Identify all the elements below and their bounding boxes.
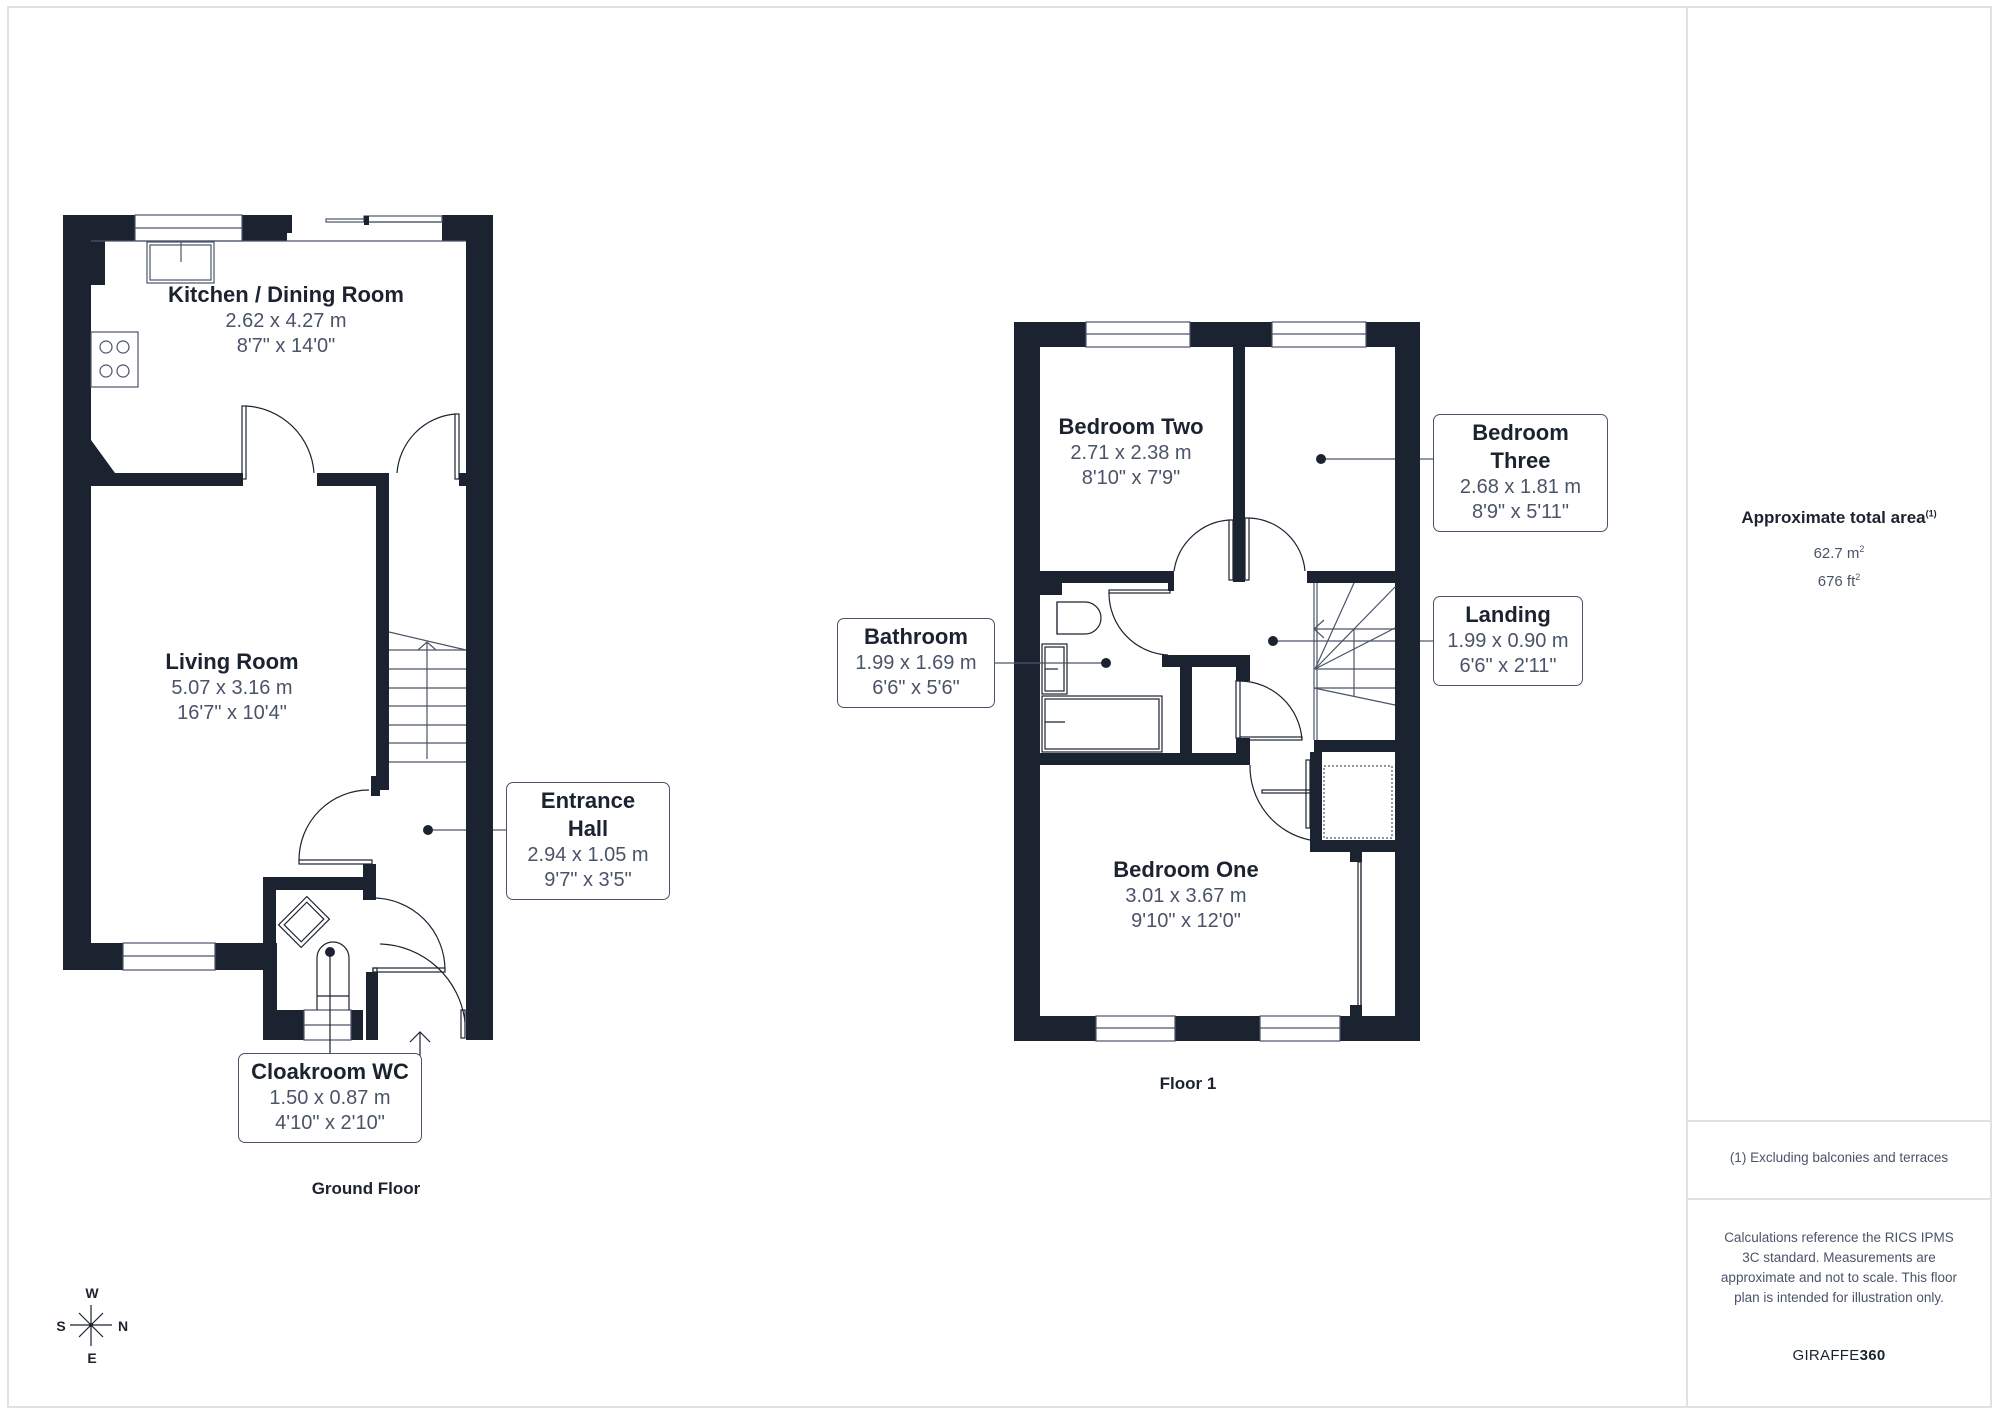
compass-south-label: S — [56, 1318, 66, 1334]
room-metric: 2.71 x 2.38 m — [1070, 442, 1192, 464]
area-unit-power: 2 — [1859, 544, 1865, 554]
callout-bedroom-three: Bedroom Three 2.68 x 1.81 m 8'9" x 5'11" — [1433, 414, 1608, 532]
room-metric: 1.99 x 1.69 m — [855, 652, 977, 674]
room-imperial: 16'7" x 10'4" — [177, 702, 287, 724]
total-area-title: Approximate total area(1) — [1741, 508, 1936, 528]
room-bedroom-two: Bedroom Two 2.71 x 2.38 m 8'10" x 7'9" — [1058, 413, 1203, 491]
room-name: Landing — [1465, 602, 1551, 627]
sidebar-divider — [1686, 6, 1688, 1408]
room-name: Kitchen / Dining Room — [168, 282, 404, 307]
room-imperial: 8'9" x 5'11" — [1471, 501, 1570, 523]
room-living-room: Living Room 5.07 x 3.16 m 16'7" x 10'4" — [165, 648, 298, 726]
footnote-text: (1) Excluding balconies and terraces — [1729, 1150, 1949, 1165]
room-name: Bedroom One — [1113, 857, 1259, 882]
callout-cloakroom-wc: Cloakroom WC 1.50 x 0.87 m 4'10" x 2'10" — [238, 1053, 422, 1143]
callout-landing: Landing 1.99 x 0.90 m 6'6" x 2'11" — [1433, 596, 1583, 686]
room-metric: 1.50 x 0.87 m — [269, 1087, 391, 1109]
room-name: Bedroom Two — [1058, 414, 1204, 439]
footnote-marker: (1) — [1925, 508, 1937, 519]
callout-bathroom: Bathroom 1.99 x 1.69 m 6'6" x 5'6" — [837, 618, 995, 708]
room-name: Bedroom Three — [1472, 420, 1569, 473]
ground-floor-title: Ground Floor — [311, 1179, 421, 1198]
room-metric: 2.94 x 1.05 m — [527, 844, 649, 866]
room-name: Entrance Hall — [540, 788, 636, 841]
area-m2-value: 62.7 m — [1813, 545, 1860, 562]
brand-text-light: GIRAFFE — [1792, 1347, 1860, 1364]
room-imperial: 9'7" x 3'5" — [544, 869, 632, 891]
compass-west-label: W — [85, 1285, 99, 1301]
room-imperial: 6'6" x 2'11" — [1459, 655, 1557, 677]
room-imperial: 6'6" x 5'6" — [872, 677, 960, 699]
page-frame — [7, 6, 1992, 1408]
compass-north-label: N — [117, 1318, 129, 1334]
room-name: Cloakroom WC — [251, 1059, 409, 1084]
total-area-label: Approximate total area — [1741, 508, 1926, 527]
room-metric: 1.99 x 0.90 m — [1447, 630, 1569, 652]
brand-logo: GIRAFFE360 — [1792, 1347, 1885, 1364]
room-imperial: 9'10" x 12'0" — [1131, 910, 1241, 932]
total-area-m2: 62.7 m2 — [1814, 544, 1865, 562]
room-metric: 2.62 x 4.27 m — [225, 310, 347, 332]
sidebar-divider-footnote-bottom — [1688, 1198, 1992, 1200]
room-bedroom-one: Bedroom One 3.01 x 3.67 m 9'10" x 12'0" — [1113, 856, 1258, 934]
total-area-ft2: 676 ft2 — [1818, 572, 1861, 590]
room-imperial: 8'7" x 14'0" — [236, 335, 336, 357]
compass-east-label: E — [87, 1350, 97, 1366]
brand-text-bold: 360 — [1859, 1347, 1886, 1364]
room-imperial: 8'10" x 7'9" — [1081, 467, 1181, 489]
sidebar-divider-footnote-top — [1688, 1120, 1992, 1122]
room-imperial: 4'10" x 2'10" — [275, 1112, 385, 1134]
disclaimer-text: Calculations reference the RICS IPMS 3C … — [1720, 1230, 1958, 1305]
room-metric: 3.01 x 3.67 m — [1125, 885, 1247, 907]
room-metric: 2.68 x 1.81 m — [1459, 476, 1582, 498]
area-unit-power: 2 — [1855, 572, 1861, 582]
room-metric: 5.07 x 3.16 m — [171, 677, 293, 699]
callout-entrance-hall: Entrance Hall 2.94 x 1.05 m 9'7" x 3'5" — [506, 782, 670, 900]
room-name: Bathroom — [864, 624, 968, 649]
area-ft2-value: 676 ft — [1817, 573, 1856, 590]
floor-1-title: Floor 1 — [1159, 1074, 1217, 1093]
room-name: Living Room — [165, 649, 299, 674]
room-kitchen-dining: Kitchen / Dining Room 2.62 x 4.27 m 8'7"… — [168, 281, 404, 359]
